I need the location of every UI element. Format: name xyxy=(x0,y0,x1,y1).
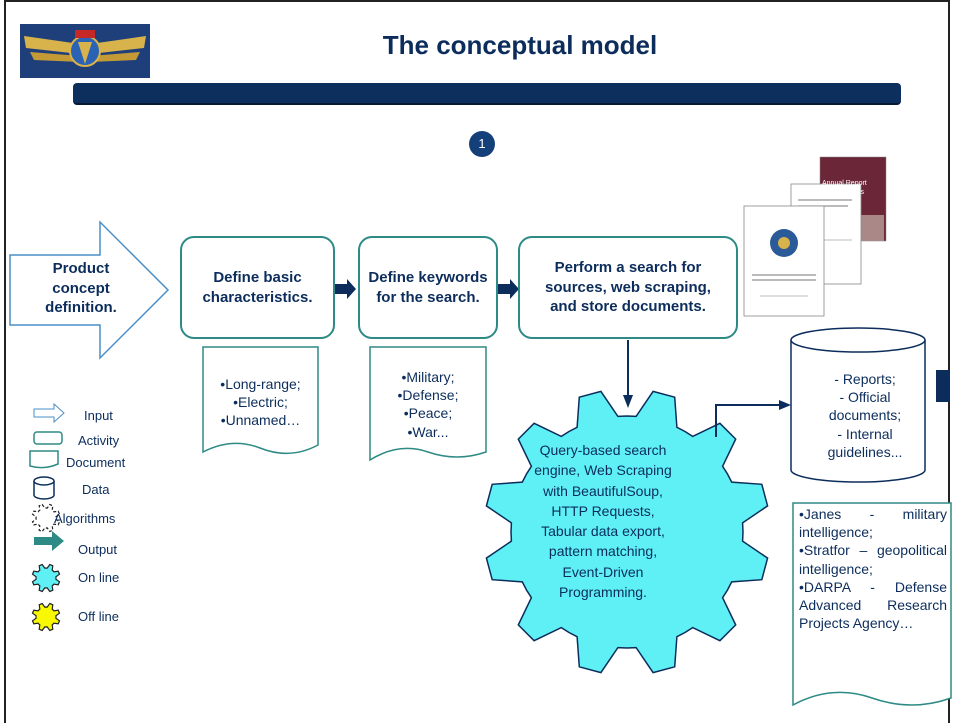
legend-data: Data xyxy=(82,482,110,497)
svg-text:and Accounts: and Accounts xyxy=(822,189,865,196)
data-item: - Internal guidelines... xyxy=(827,425,903,460)
legend-output: Output xyxy=(78,542,118,557)
gear-shape xyxy=(485,390,769,674)
document-icon xyxy=(29,450,59,469)
title-underline-bar xyxy=(73,83,901,105)
source-item: •Janes - military intelligence; xyxy=(799,506,947,541)
activity-box-icon xyxy=(33,431,63,445)
data-cylinder-icon xyxy=(33,476,55,500)
activity-define-characteristics: Define basic characteristics. xyxy=(180,236,335,339)
input-product-concept: Product concept definition. xyxy=(45,260,117,316)
online-gear-icon xyxy=(31,563,61,593)
doc-item: •Long-range; xyxy=(220,376,301,392)
legend-input: Input xyxy=(84,408,113,423)
input-arrow-shape xyxy=(9,220,170,360)
document-characteristics-shape xyxy=(202,346,319,454)
slide-frame xyxy=(4,0,950,723)
data-item: - Official documents; xyxy=(828,389,902,424)
doc-item: •Unnamed… xyxy=(220,412,301,429)
doc-item: •Electric; xyxy=(233,394,288,411)
algorithm-description: Query-based search engine, Web Scraping … xyxy=(534,442,672,601)
doc-item: •War... xyxy=(407,423,449,440)
document-thumbnails: Annual Report and Accounts xyxy=(743,156,887,317)
slide-title: The conceptual model xyxy=(382,30,658,60)
input-arrow-icon xyxy=(33,402,65,424)
document-keywords-text: •Military; •Defense; •Peace; •War... xyxy=(370,368,486,441)
legend-algorithms: Algorithms xyxy=(54,511,116,526)
data-store-items: - Reports; - Official documents; - Inter… xyxy=(803,370,927,461)
arrow-activity1-to-activity2 xyxy=(335,279,356,299)
arrow-activity2-to-activity3 xyxy=(498,279,519,299)
activity-label: Define keywords for the search. xyxy=(368,269,488,306)
source-item: •Stratfor – geopolitical intelligence; xyxy=(799,542,947,577)
activity-label: Perform a search for sources, web scrapi… xyxy=(545,259,711,316)
gear-shape xyxy=(31,503,61,533)
activity-label: Define basic characteristics. xyxy=(202,269,313,306)
online-algorithm-gear xyxy=(485,390,769,674)
legend-document: Document xyxy=(66,455,126,470)
gear-shape xyxy=(31,563,61,593)
data-store-cylinder xyxy=(790,327,926,483)
output-arrow-stub xyxy=(936,370,950,402)
activity-define-keywords: Define keywords for the search. xyxy=(358,236,498,339)
sources-list: •Janes - military intelligence; •Stratfo… xyxy=(799,505,947,632)
legend-online: On line xyxy=(78,570,120,585)
svg-text:Annual Report: Annual Report xyxy=(822,180,867,187)
step-number-badge: 1 xyxy=(469,131,495,157)
legend-activity: Activity xyxy=(78,433,120,448)
algorithm-gear-icon xyxy=(31,503,61,533)
offline-gear-icon xyxy=(31,602,61,632)
gear-shape xyxy=(31,602,61,632)
source-item: •DARPA - Defense Advanced Research Proje… xyxy=(799,578,947,632)
data-item: - Reports; xyxy=(834,371,896,387)
doc-item: •Defense; xyxy=(397,387,459,404)
doc-item: •Peace; xyxy=(403,405,453,422)
sources-document-shape xyxy=(792,502,952,707)
output-arrow-icon xyxy=(34,531,64,551)
document-characteristics-text: •Long-range; •Electric; •Unnamed… xyxy=(203,375,318,430)
document-keywords-shape xyxy=(369,346,487,462)
activity-perform-search: Perform a search for sources, web scrapi… xyxy=(518,236,738,339)
legend-offline: Off line xyxy=(78,609,119,624)
ita-logo xyxy=(20,24,150,78)
doc-item: •Military; xyxy=(401,369,455,385)
